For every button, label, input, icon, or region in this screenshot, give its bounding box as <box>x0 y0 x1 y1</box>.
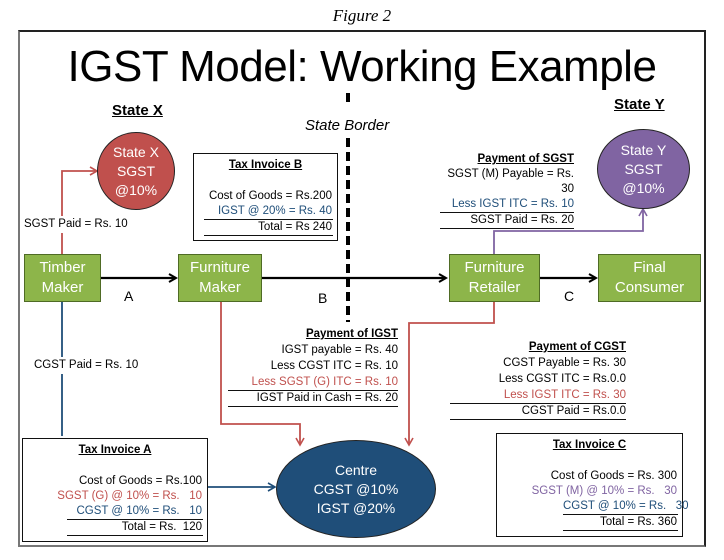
state-x-circle-line: State X <box>113 143 159 160</box>
centre-line: Centre <box>334 461 378 478</box>
invoice-b-title: Tax Invoice B <box>228 159 303 171</box>
invoice-c-line: Total = Rs. 360 <box>563 515 678 531</box>
state-x-circle-line: SGST <box>116 162 156 179</box>
state-y-circle-line: SGST <box>624 160 663 177</box>
edge-label-c: C <box>564 288 575 304</box>
state-y-circle-line: @10% <box>622 179 665 196</box>
state-x-circle-line: @10% <box>114 181 158 198</box>
sgst-path-state-y <box>493 207 648 254</box>
node-furniture-maker: Furniture Maker <box>178 254 262 302</box>
node-furniture-retailer: Furniture Retailer <box>449 254 540 302</box>
payment-sgst-line: SGST (M) Payable = Rs. 30 <box>447 168 574 195</box>
payment-cgst-line: CGST Payable = Rs. 30 <box>503 357 626 369</box>
invoice-c-line: Cost of Goods = Rs. 300 <box>550 470 677 482</box>
diagram-frame <box>18 30 706 547</box>
node-final-consumer: Final Consumer <box>598 254 701 302</box>
invoice-a-line: Total = Rs. 120 <box>67 520 203 536</box>
payment-cgst-title: Payment of CGST <box>528 341 626 353</box>
igst-path-maker <box>220 302 305 447</box>
invoice-b-line: IGST @ 20% = Rs. 40 <box>204 204 333 220</box>
figure-caption: Figure 2 <box>332 6 392 25</box>
invoice-c-title: Tax Invoice C <box>552 439 627 451</box>
sgst-paid-label: SGST Paid = Rs. 10 <box>24 216 128 233</box>
payment-cgst-line: Less CGST ITC = Rs.0.0 <box>498 373 626 385</box>
payment-igst-line: IGST Paid in Cash = Rs. 20 <box>228 391 398 407</box>
invoice-c-line: SGST (M) @ 10% = Rs. 30 <box>531 485 677 497</box>
node-timber-maker: Timber Maker <box>24 254 101 302</box>
payment-cgst-line: CGST Paid = Rs.0.0 <box>450 404 626 420</box>
state-y-sgst-circle: State Y SGST @10% <box>597 129 690 209</box>
state-y-circle-line: State Y <box>620 141 667 158</box>
invoice-a-line: SGST (G) @ 10% = Rs. 10 <box>57 490 202 502</box>
payment-igst-line: IGST payable = Rs. 40 <box>281 344 398 356</box>
payment-of-sgst: Payment of SGST SGST (M) Payable = Rs. 3… <box>432 152 574 229</box>
payment-of-igst: Payment of IGST IGST payable = Rs. 40 Le… <box>228 327 398 407</box>
edge-label-b: B <box>318 290 328 306</box>
node-label: Maker <box>199 279 241 296</box>
node-label: Maker <box>41 279 84 296</box>
tax-invoice-b: Tax Invoice B Cost of Goods = Rs.200 IGS… <box>193 153 338 241</box>
edge-label-a: A <box>124 288 134 304</box>
centre-line: CGST @10% <box>313 480 399 497</box>
node-label: Furniture <box>189 259 251 276</box>
payment-igst-line: Less SGST (G) ITC = Rs. 10 <box>228 375 398 391</box>
diagram-title: IGST Model: Working Example <box>67 42 657 91</box>
node-label: Final <box>633 259 666 276</box>
state-x-sgst-circle: State X SGST @10% <box>97 132 175 210</box>
payment-igst-line: Less CGST ITC = Rs. 10 <box>270 360 398 372</box>
payment-sgst-line: SGST Paid = Rs. 20 <box>440 213 574 229</box>
tax-invoice-a: Tax Invoice A Cost of Goods = Rs.100 SGS… <box>22 438 208 542</box>
invoice-b-line: Cost of Goods = Rs.200 <box>208 190 332 202</box>
centre-ellipse: Centre CGST @10% IGST @20% <box>276 440 436 538</box>
payment-cgst-line: Less IGST ITC = Rs. 30 <box>450 388 626 404</box>
invoice-a-title: Tax Invoice A <box>78 444 152 456</box>
state-y-heading: State Y <box>614 96 665 113</box>
state-x-heading: State X <box>112 102 163 119</box>
invoice-b-line: Total = Rs 240 <box>204 220 333 236</box>
cgst-paid-label: CGST Paid = Rs. 10 <box>34 357 139 374</box>
invoice-c-line: CGST @ 10% = Rs. 30 <box>563 499 689 515</box>
invoice-a-line: Cost of Goods = Rs.100 <box>78 475 202 487</box>
sgst-path-state-x <box>61 166 99 254</box>
payment-igst-title: Payment of IGST <box>305 328 398 340</box>
payment-sgst-title: Payment of SGST <box>477 153 575 165</box>
centre-line: IGST @20% <box>316 499 396 516</box>
node-label: Consumer <box>614 279 685 296</box>
node-label: Timber <box>39 259 86 276</box>
invoice-a-line: CGST @ 10% = Rs. 10 <box>67 504 203 520</box>
node-label: Retailer <box>468 279 521 296</box>
tax-invoice-c: Tax Invoice C Cost of Goods = Rs. 300 SG… <box>496 433 689 537</box>
payment-of-cgst: Payment of CGST CGST Payable = Rs. 30 Le… <box>450 340 626 420</box>
payment-sgst-line: Less IGST ITC = Rs. 10 <box>440 197 574 213</box>
state-border-label: State Border <box>305 117 390 134</box>
node-label: Furniture <box>464 259 525 276</box>
cgst-path-retailer <box>404 302 495 447</box>
